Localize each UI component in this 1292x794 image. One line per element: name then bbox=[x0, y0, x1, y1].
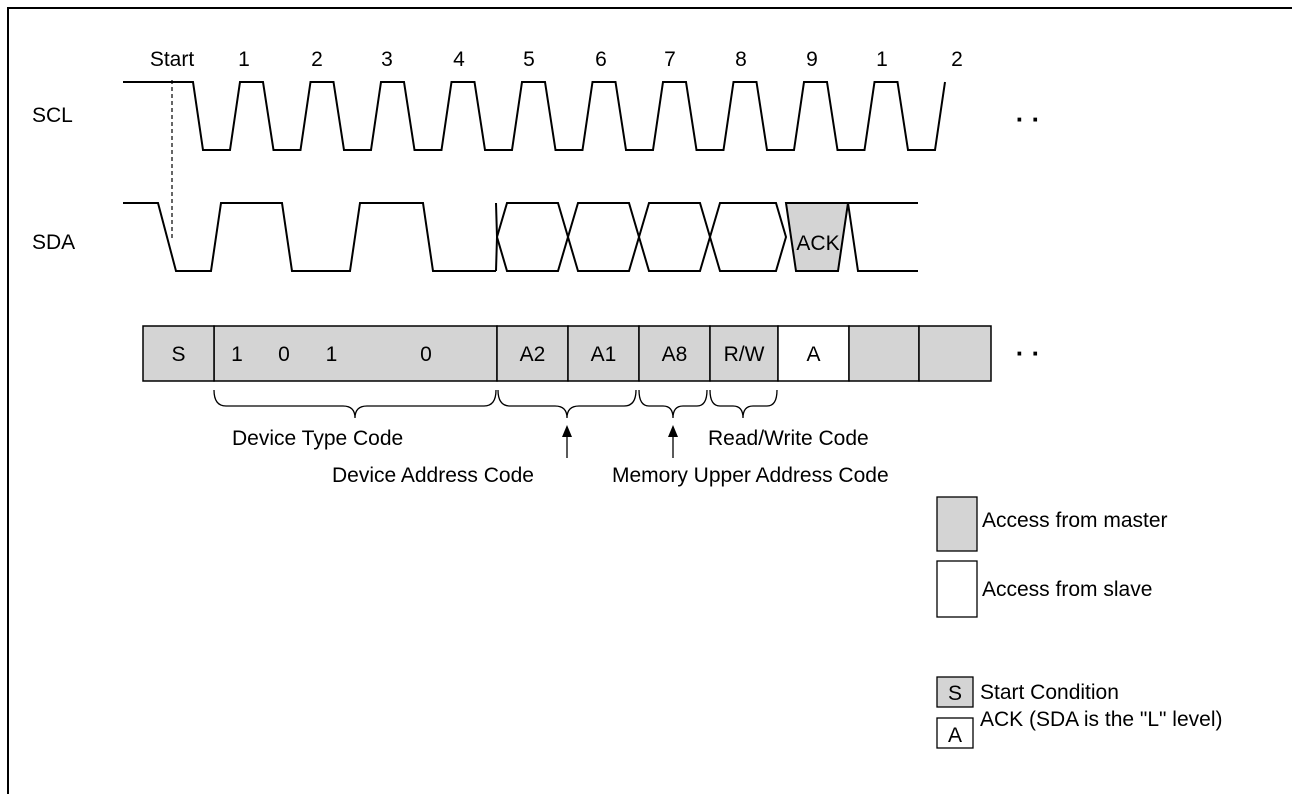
clock-number: 2 bbox=[311, 48, 323, 71]
brace-device-address bbox=[497, 389, 637, 419]
legend-start-symbol: S bbox=[948, 682, 962, 705]
sda-segment bbox=[566, 202, 641, 272]
sda-segment bbox=[637, 202, 712, 272]
legend: Access from master Access from slave S S… bbox=[936, 496, 1223, 749]
frame-cell bbox=[918, 325, 992, 382]
frame-cells: S 1 0 1 0 A2 A1 A8 R/W A bbox=[142, 325, 992, 382]
arrowhead-memory-upper bbox=[668, 425, 678, 437]
legend-start-label: Start Condition bbox=[980, 681, 1119, 704]
legend-ack-symbol: A bbox=[948, 724, 962, 747]
scl-label: SCL bbox=[32, 104, 73, 127]
frame-cell-label: 1 bbox=[231, 343, 243, 366]
frame-cell-label: R/W bbox=[724, 343, 765, 366]
device-type-code-label: Device Type Code bbox=[232, 427, 403, 450]
sda-segment bbox=[784, 202, 850, 272]
frame-cell bbox=[567, 325, 640, 382]
frame-cell-label: A8 bbox=[662, 343, 688, 366]
sda-segment bbox=[495, 202, 499, 272]
clock-number: 3 bbox=[381, 48, 393, 71]
frame-cell-label: A1 bbox=[591, 343, 617, 366]
frame-cell-label: 1 bbox=[326, 343, 338, 366]
clock-number: 1 bbox=[876, 48, 888, 71]
sda-label: SDA bbox=[32, 231, 75, 254]
sda-segment bbox=[847, 202, 918, 272]
scl-waveform bbox=[123, 81, 946, 151]
read-write-code-label: Read/Write Code bbox=[708, 427, 869, 450]
brace-memory-upper bbox=[638, 389, 708, 419]
clock-number: 6 bbox=[595, 48, 607, 71]
sda-segment bbox=[495, 202, 570, 272]
frame-continuation: · · bbox=[1016, 338, 1041, 368]
clock-number: 9 bbox=[806, 48, 818, 71]
legend-slave-label: Access from slave bbox=[982, 578, 1152, 601]
brace-device-type bbox=[213, 389, 497, 419]
legend-slave-swatch bbox=[936, 560, 978, 618]
sda-waveform bbox=[123, 202, 918, 272]
clock-number: 4 bbox=[453, 48, 465, 71]
arrowhead-device-address bbox=[562, 425, 572, 437]
clock-number: 5 bbox=[523, 48, 535, 71]
memory-upper-address-code-label: Memory Upper Address Code bbox=[612, 464, 889, 487]
legend-ack-swatch bbox=[936, 717, 974, 749]
brace-read-write bbox=[709, 389, 778, 419]
legend-start-swatch bbox=[936, 676, 974, 708]
sda-segment bbox=[708, 202, 788, 272]
frame-cell-label: 0 bbox=[420, 343, 432, 366]
start-label: Start bbox=[150, 48, 195, 71]
scl-continuation: · · bbox=[1016, 104, 1041, 134]
frame-cell-label: S bbox=[171, 343, 185, 366]
frame-cell bbox=[709, 325, 779, 382]
clock-number: 7 bbox=[664, 48, 676, 71]
frame-cell-label: A bbox=[806, 343, 820, 366]
frame-cell bbox=[496, 325, 569, 382]
frame-cell bbox=[848, 325, 920, 382]
diagram-frame bbox=[7, 7, 1292, 794]
frame-cell bbox=[638, 325, 711, 382]
legend-master-label: Access from master bbox=[982, 509, 1168, 532]
clock-number: 1 bbox=[238, 48, 250, 71]
code-arrows bbox=[562, 425, 678, 458]
clock-number: 2 bbox=[951, 48, 963, 71]
frame-cell-label: 0 bbox=[278, 343, 290, 366]
device-address-code-label: Device Address Code bbox=[332, 464, 534, 487]
frame-cell-device-type bbox=[213, 325, 498, 382]
legend-ack-label: ACK (SDA is the "L" level) bbox=[980, 708, 1223, 731]
ack-waveform-label: ACK bbox=[796, 232, 839, 255]
legend-master-swatch bbox=[936, 496, 978, 552]
frame-cell-label: A2 bbox=[520, 343, 546, 366]
clock-numbers: 1 2 3 4 5 6 7 8 9 1 2 bbox=[238, 48, 963, 71]
sda-segment bbox=[123, 202, 496, 272]
frame-cell bbox=[142, 325, 215, 382]
code-braces bbox=[213, 389, 778, 419]
clock-number: 8 bbox=[735, 48, 747, 71]
